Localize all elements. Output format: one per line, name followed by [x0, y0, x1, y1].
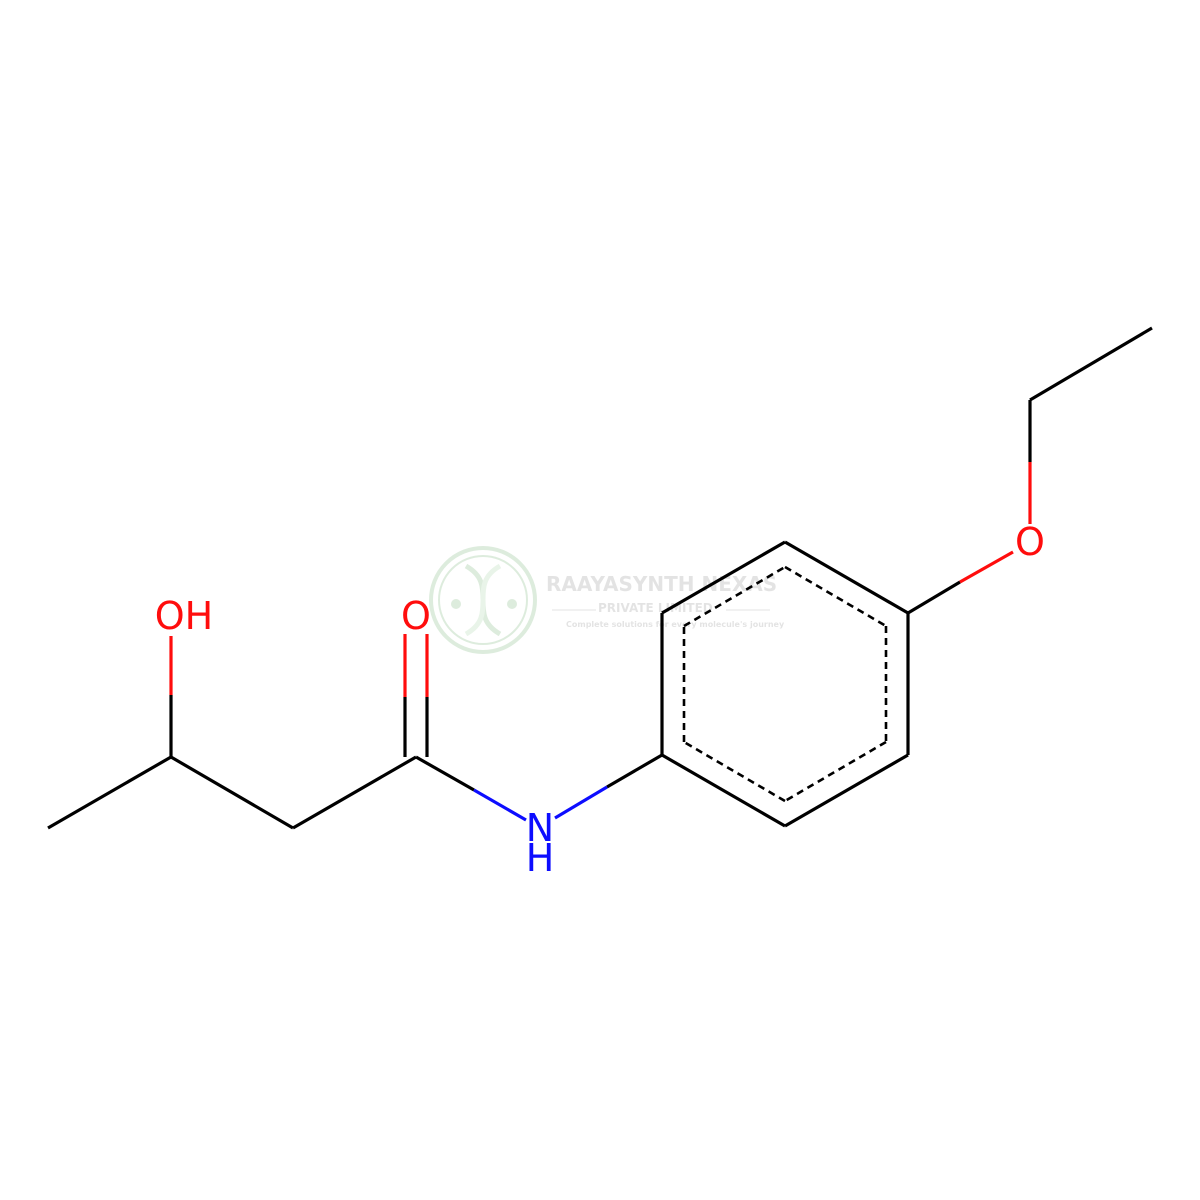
bond-carbinol-methylene	[170, 755, 294, 830]
oxygen-bonds	[169, 462, 1032, 697]
bond-ring-2	[661, 540, 786, 615]
bond-ring-ether-red	[959, 550, 1014, 584]
bond-methylene-carbonyl	[292, 755, 417, 830]
bond-ring-6	[661, 753, 786, 828]
bond-ring-3	[784, 540, 909, 615]
dna-helix-icon	[429, 546, 537, 654]
carbonyl-oxygen-label: O	[401, 594, 431, 638]
watermark-subtitle: PRIVATE LIMITED	[598, 601, 713, 615]
bond-carbonyl-n-black	[415, 755, 475, 792]
ether-oxygen-label: O	[1015, 520, 1045, 564]
bond-n-ring-blue	[554, 785, 608, 820]
bond-n-ring-black	[606, 753, 663, 789]
nitrogen-bonds	[473, 785, 608, 822]
amide-hydrogen-label: H	[526, 836, 555, 880]
bond-ring-ether-black	[907, 580, 961, 615]
watermark-company: RAAYASYNTH NEXAS	[546, 572, 777, 596]
watermark-tagline: Complete solutions for every molecule's …	[566, 620, 785, 629]
bond-carbonyl-n-blue	[473, 788, 527, 822]
watermark: RAAYASYNTH NEXAS PRIVATE LIMITED Complet…	[429, 546, 785, 654]
carbon-bonds	[47, 326, 1153, 830]
amide-nitrogen-label: N	[526, 806, 554, 850]
aromatic-ring	[682, 565, 888, 803]
hydroxyl-label: OH	[155, 594, 213, 638]
bond-ethyl	[1029, 326, 1153, 402]
bond-methyl-carbinol	[47, 755, 172, 830]
bond-ring-5	[784, 753, 909, 828]
